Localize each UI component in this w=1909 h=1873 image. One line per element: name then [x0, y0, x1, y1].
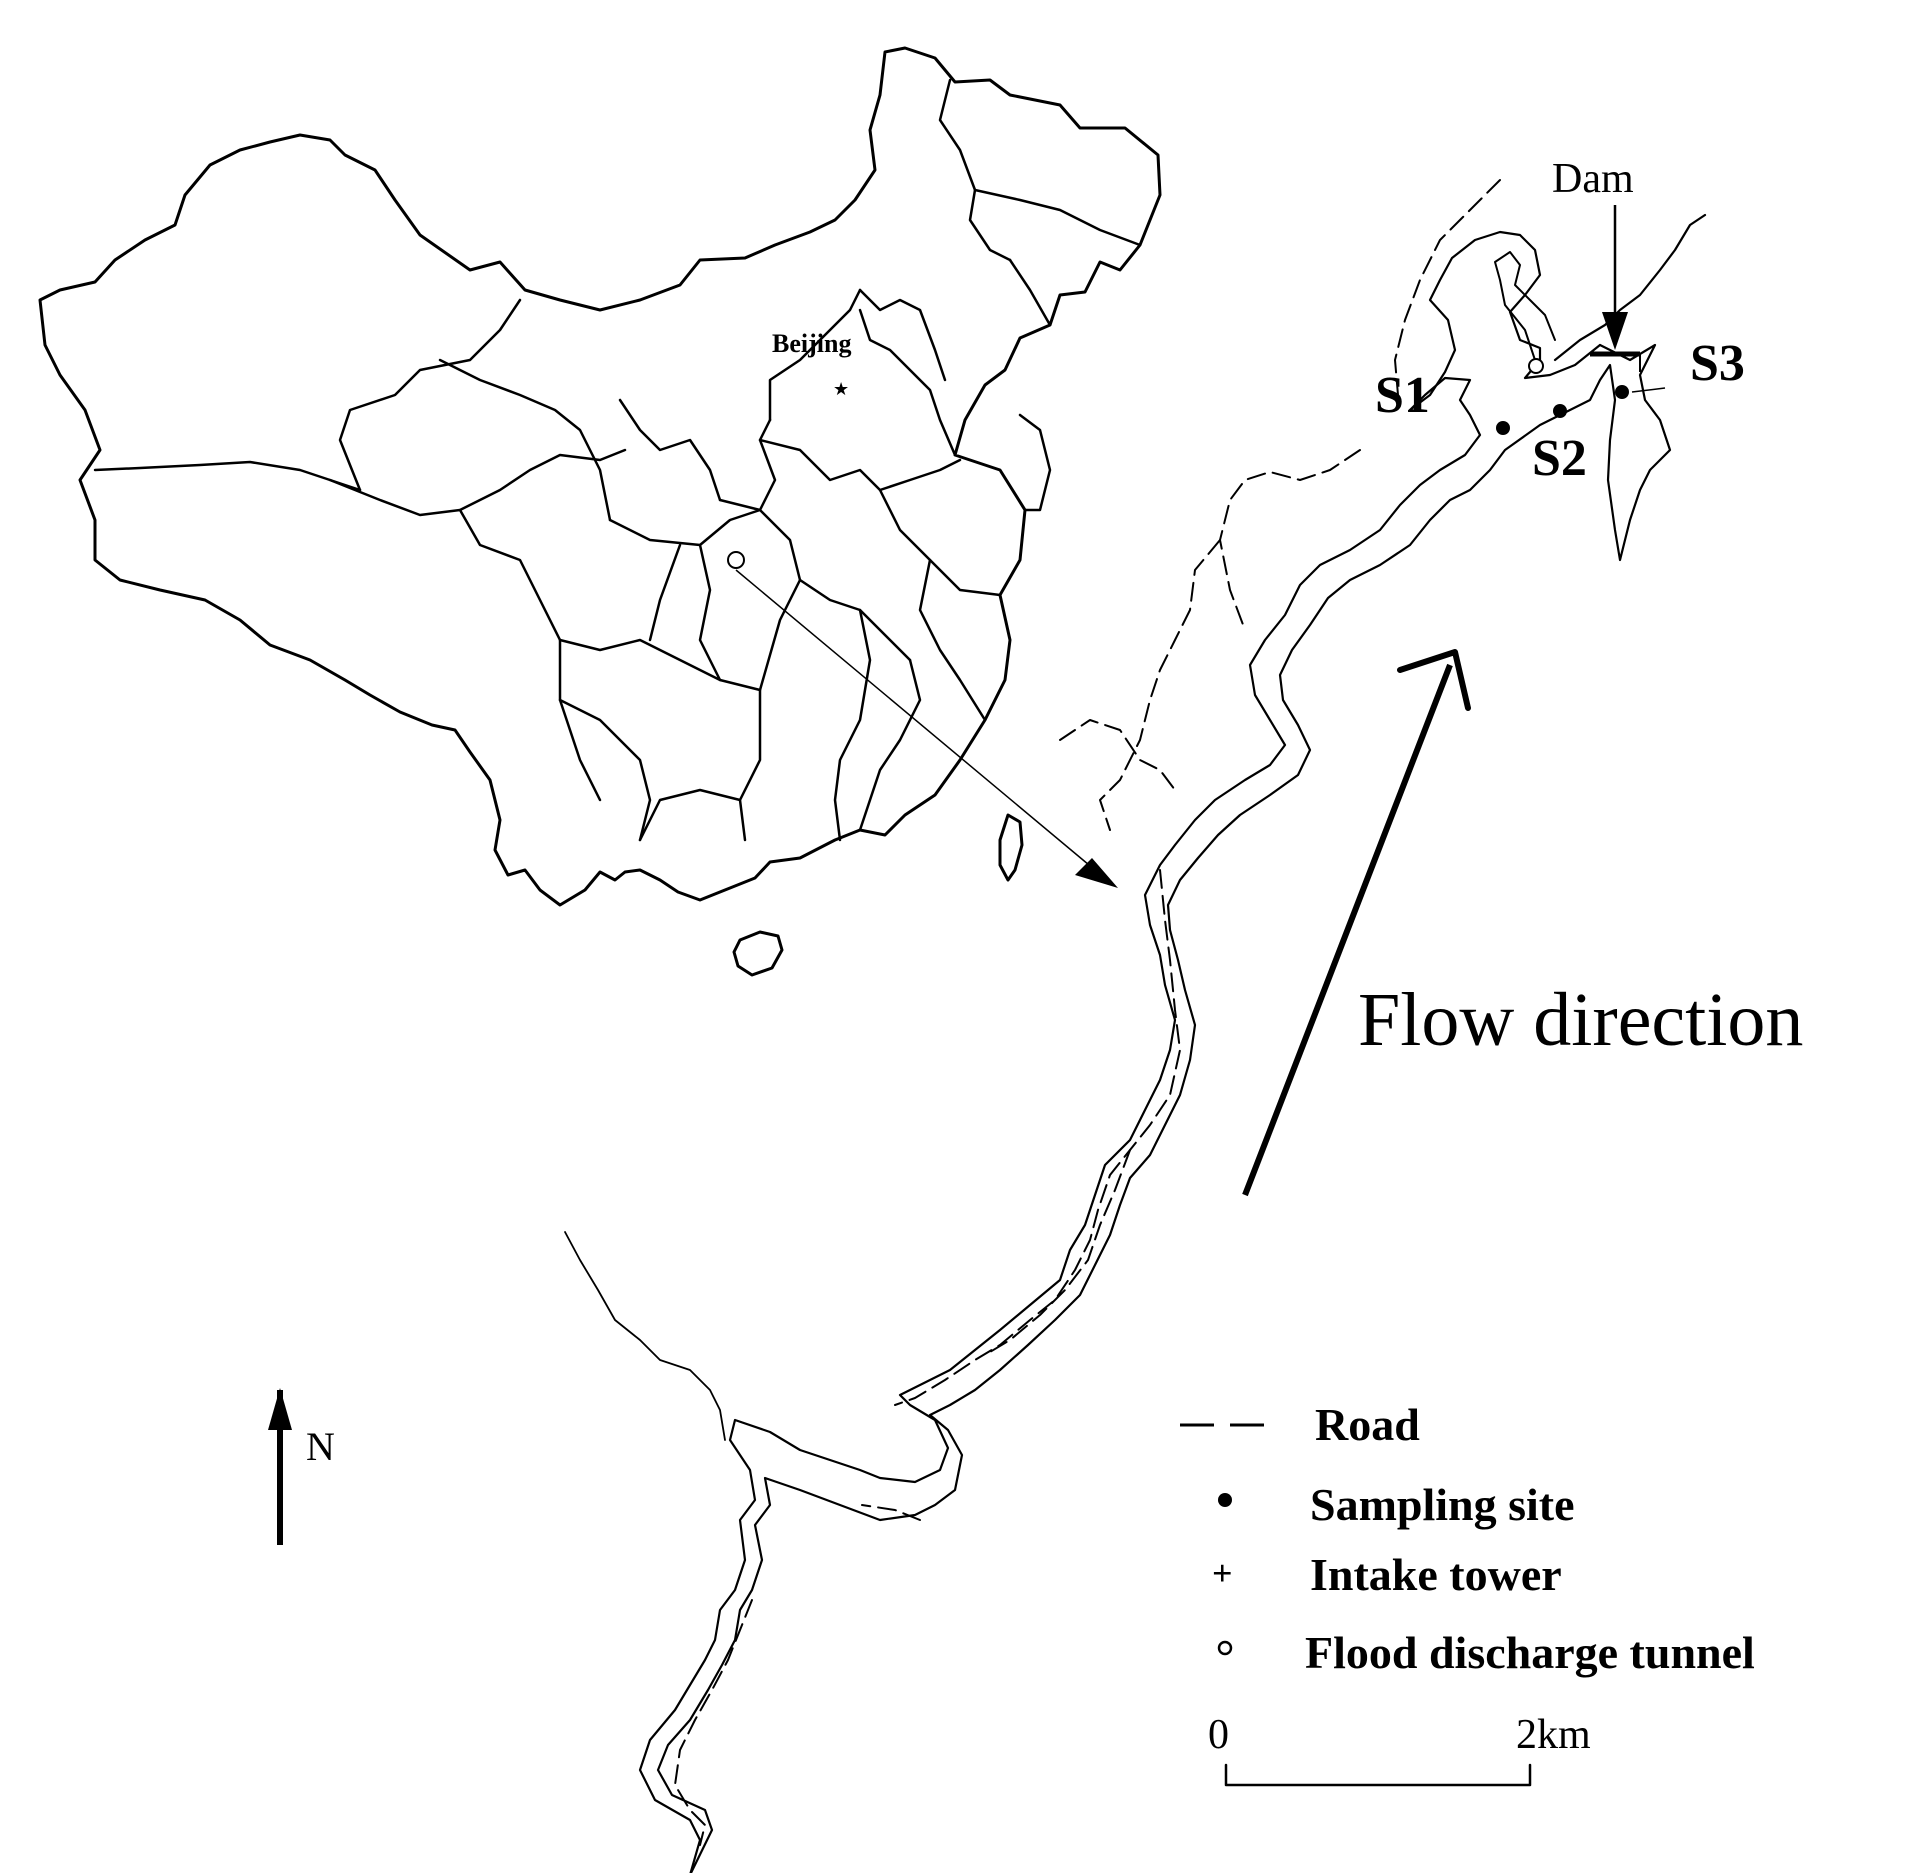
sampling-site-s1-dot — [1496, 421, 1510, 435]
dam-shore — [1553, 213, 1707, 362]
china-outline — [38, 46, 1162, 907]
reservoir-river — [564, 213, 1707, 1873]
sampling-site-s2-dot — [1553, 404, 1567, 418]
location-pointer-line — [735, 569, 1096, 871]
legend-flood-tunnel-symbol — [1217, 1640, 1233, 1656]
beijing-star-icon: ★ — [833, 379, 849, 399]
sampling-site-s3-label: S3 — [1690, 335, 1745, 392]
dam-arrowhead — [1602, 312, 1628, 350]
river-west-bank — [638, 376, 1482, 1873]
sampling-site-s1-label: S1 — [1375, 367, 1430, 424]
flood-discharge-tunnel-marker — [1528, 358, 1544, 374]
legend-flood-tunnel-label: Flood discharge tunnel — [1305, 1627, 1755, 1678]
scale-bar-end-label: 2km — [1516, 1712, 1591, 1758]
legend: Road Sampling site + Intake tower Flood … — [1180, 1399, 1755, 1678]
river-upper-tributary — [564, 1231, 726, 1441]
sampling-sites: S1 S2 S3 — [1375, 335, 1745, 487]
legend-sampling-site-label: Sampling site — [1310, 1479, 1575, 1530]
scale-bar-line — [1224, 1763, 1532, 1787]
scale-bar-start-label: 0 — [1208, 1712, 1229, 1758]
flow-direction-arrowhead — [1397, 649, 1471, 711]
sampling-site-s3-dot — [1615, 385, 1629, 399]
reservoir-inner-shore — [1494, 251, 1556, 361]
north-label: N — [306, 1424, 335, 1469]
roads — [674, 179, 1501, 1846]
china-inset-map: ★ Beijing — [38, 46, 1162, 977]
scale-bar: 0 2km — [1208, 1712, 1591, 1787]
beijing-label: Beijing — [772, 329, 851, 358]
reservoir-head-loop — [1408, 230, 1602, 412]
north-arrow-icon — [268, 1388, 292, 1430]
taiwan-island — [998, 813, 1024, 882]
legend-intake-tower-icon: + — [1212, 1553, 1233, 1593]
river-east-bank — [656, 343, 1672, 1873]
flow-direction-label: Flow direction — [1358, 978, 1803, 1062]
hainan-island — [732, 930, 784, 977]
reservoir-location-marker — [727, 551, 745, 569]
location-pointer-arrowhead — [1075, 858, 1118, 888]
legend-intake-tower-label: Intake tower — [1310, 1549, 1562, 1600]
dam-label: Dam — [1552, 156, 1634, 202]
sampling-site-s2-label: S2 — [1532, 430, 1587, 487]
province-boundaries — [93, 78, 1142, 842]
legend-sampling-site-symbol — [1218, 1493, 1232, 1507]
legend-road-label: Road — [1315, 1399, 1420, 1450]
s3-leader-line — [1631, 387, 1666, 393]
flow-direction-arrow-shaft — [1242, 663, 1453, 1197]
